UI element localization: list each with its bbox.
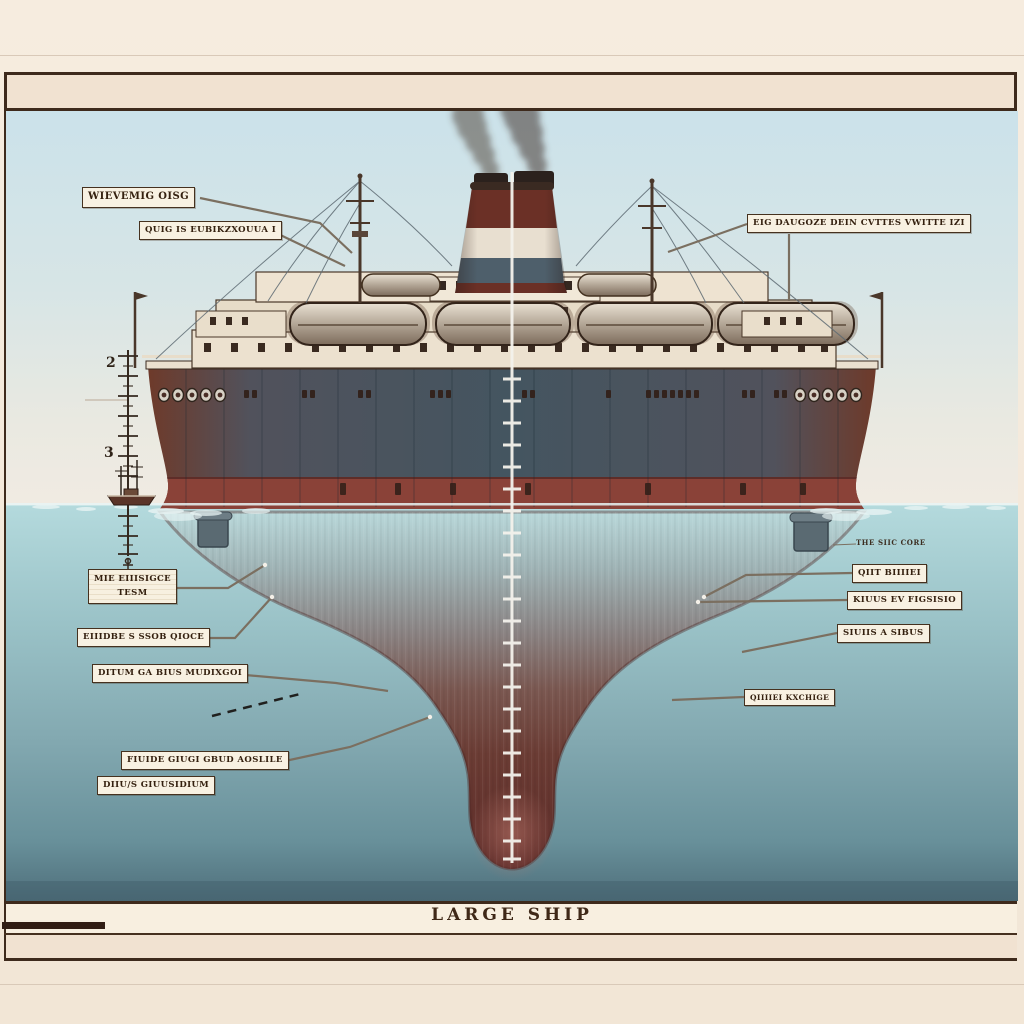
callout-left-4: FIUIDE GIUGI GBUD AOSLILE xyxy=(121,751,289,770)
frame-rule-bottom-inner xyxy=(4,901,1017,904)
frame-rule-left xyxy=(4,72,7,961)
paper-crease-line-top xyxy=(0,55,1024,56)
funnel-smoke xyxy=(452,111,548,188)
callout-right-4: QIIIIEI KXCHIGE xyxy=(744,689,836,707)
callout-left-1-line1: MIE EIIISIGCE xyxy=(94,574,172,584)
small-boat xyxy=(107,460,156,506)
bow-railing-right xyxy=(828,355,882,358)
frame-rule-top-inner xyxy=(4,108,1017,111)
callout-right-2: KIUUS EV FIGSISIO xyxy=(847,591,963,610)
upper-lifeboat-left xyxy=(361,273,441,297)
callout-left-5: DIIU/S GIUUSIDIUM xyxy=(97,776,216,795)
callout-left-3: DITUM GA BIUS MUDIXGOI xyxy=(92,664,249,683)
wing-cabin-right xyxy=(741,310,833,338)
porthole-row xyxy=(157,387,863,403)
bow-railing-left xyxy=(142,355,196,358)
note-right-plain: THE SIIC CORE xyxy=(856,538,926,547)
rigging-lines xyxy=(155,180,869,360)
frame-rule-top-outer xyxy=(4,72,1017,75)
callout-left-1-line2: TESM xyxy=(117,587,148,598)
centerline-draft-ruler xyxy=(503,172,521,863)
title-band xyxy=(6,904,1017,933)
masts-and-rigging xyxy=(133,173,884,368)
deckhouse-windows xyxy=(204,343,828,352)
leader-end-dots xyxy=(262,562,707,720)
callout-right-3: SIUIIS A SIBUS xyxy=(837,624,930,643)
callout-top-right: EIG DAUGOZE DEIN CVTTES VWITTE IZI xyxy=(747,214,971,233)
wing-cabin-left xyxy=(195,310,287,338)
upper-lifeboat-right xyxy=(577,273,657,297)
frame-rule-bottom-outer xyxy=(4,958,1017,961)
diagram-title: LARGE SHIP xyxy=(431,905,593,925)
paper-crease-line-bottom xyxy=(0,984,1024,985)
note-leader-line xyxy=(832,543,857,546)
callout-right-1: QIIT BIIIIEI xyxy=(852,564,927,583)
frame-band-top xyxy=(6,75,1017,108)
frame-band-bottom xyxy=(6,935,1017,958)
hull-door-marks xyxy=(340,483,806,495)
scale-number-2: 2 xyxy=(106,355,116,371)
callout-leader-lines xyxy=(176,196,853,763)
deep-water-band xyxy=(6,881,1018,901)
wing-cabin-windows xyxy=(210,317,802,325)
callout-top-left-1: WIEVEMIG OISG xyxy=(82,187,196,208)
bilge-keel-right xyxy=(789,512,833,552)
scale-number-3: 3 xyxy=(104,445,114,461)
superstructure xyxy=(142,271,882,369)
callout-left-2: EIIIDBE S SSOB QIOCE xyxy=(77,628,211,647)
callout-top-left-2: QUIG IS EUBIKZXOUUA I xyxy=(139,221,283,240)
frame-rule-bottom-mid xyxy=(4,933,1017,935)
callout-left-1: MIE EIIISIGCE TESM xyxy=(88,569,178,605)
title-band-dash xyxy=(2,922,105,929)
